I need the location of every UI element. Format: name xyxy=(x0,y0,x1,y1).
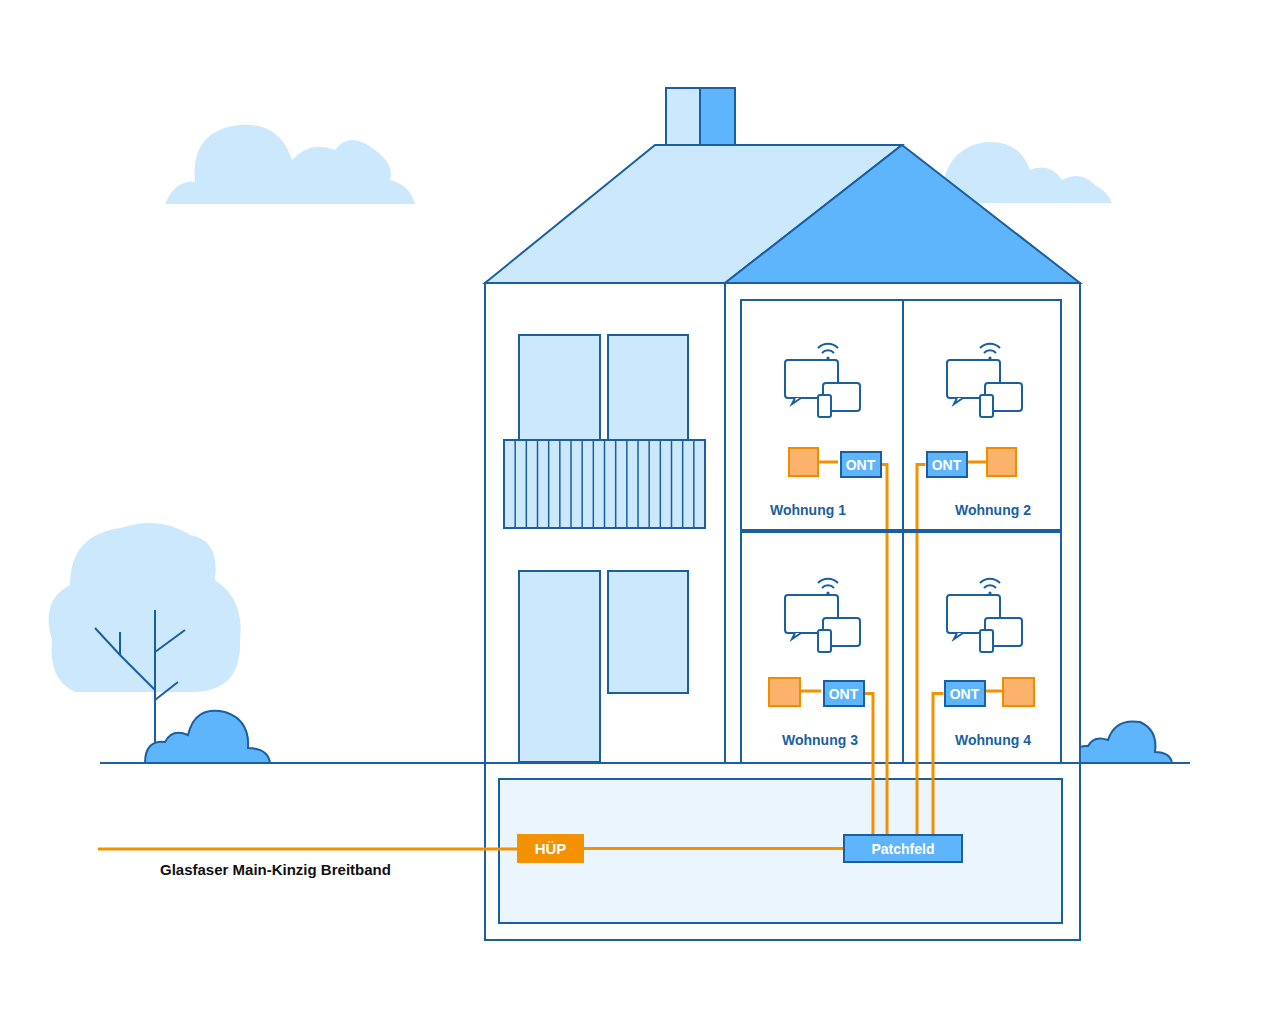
fiber-connector xyxy=(584,847,843,850)
ont-box: ONT xyxy=(926,451,968,478)
apartment-label: Wohnung 4 xyxy=(955,732,1031,748)
apartment-label: Wohnung 3 xyxy=(782,732,858,748)
apartment-label: Wohnung 1 xyxy=(770,502,846,518)
apartment-room: Wohnung 2 ONT xyxy=(902,299,1062,531)
window xyxy=(608,335,688,440)
slat xyxy=(671,440,673,528)
box-label: ONT xyxy=(846,457,876,473)
fiber-connector xyxy=(933,694,944,835)
box-label: ONT xyxy=(932,457,962,473)
apartment-room: Wohnung 3 ONT xyxy=(740,531,902,762)
fiber-connector xyxy=(917,465,926,835)
box-label: ONT xyxy=(829,686,859,702)
box-label: Patchfeld xyxy=(871,841,934,857)
fiber-connector xyxy=(865,694,874,835)
slat xyxy=(693,440,695,528)
slat xyxy=(514,440,516,528)
cable-label: Glasfaser Main-Kinzig Breitband xyxy=(160,861,391,878)
device-icon xyxy=(947,344,1022,417)
box-label: ONT xyxy=(950,686,980,702)
device-icon xyxy=(785,344,860,417)
slat xyxy=(537,440,539,528)
ont-box: ONT xyxy=(944,680,986,707)
balcony xyxy=(504,440,705,528)
door xyxy=(519,571,600,762)
slat xyxy=(660,440,662,528)
cloud xyxy=(165,125,415,204)
tree-crown xyxy=(49,523,241,692)
basement-room xyxy=(499,779,1062,923)
slat xyxy=(570,440,572,528)
slat xyxy=(682,440,684,528)
device-icon xyxy=(947,579,1022,652)
slat xyxy=(604,440,606,528)
slat xyxy=(593,440,595,528)
patch-panel: Patchfeld xyxy=(843,834,963,863)
ont-box: ONT xyxy=(823,680,865,707)
window xyxy=(608,571,688,693)
box-label: HÜP xyxy=(535,840,567,857)
apartment-room: Wohnung 1 ONT xyxy=(740,299,902,531)
bush xyxy=(145,711,270,763)
window xyxy=(519,335,600,440)
fiber-line xyxy=(98,848,517,851)
device-icon xyxy=(785,579,860,652)
house-wall xyxy=(725,283,1080,763)
slat xyxy=(526,440,528,528)
slat xyxy=(648,440,650,528)
slat xyxy=(637,440,639,528)
house-wall xyxy=(485,283,725,763)
apartment-room: Wohnung 4 ONT xyxy=(902,531,1062,762)
bush xyxy=(1072,721,1172,763)
slat xyxy=(548,440,550,528)
slat xyxy=(559,440,561,528)
slat xyxy=(615,440,617,528)
balcony-slats xyxy=(515,440,694,528)
house-transfer-point: HÜP xyxy=(517,834,584,863)
basement xyxy=(485,763,1080,940)
gable xyxy=(725,145,1080,283)
slat xyxy=(581,440,583,528)
fiber-connector xyxy=(882,465,888,835)
cloud xyxy=(942,142,1112,203)
slat xyxy=(626,440,628,528)
apartment-label: Wohnung 2 xyxy=(955,502,1031,518)
ont-box: ONT xyxy=(840,451,882,478)
